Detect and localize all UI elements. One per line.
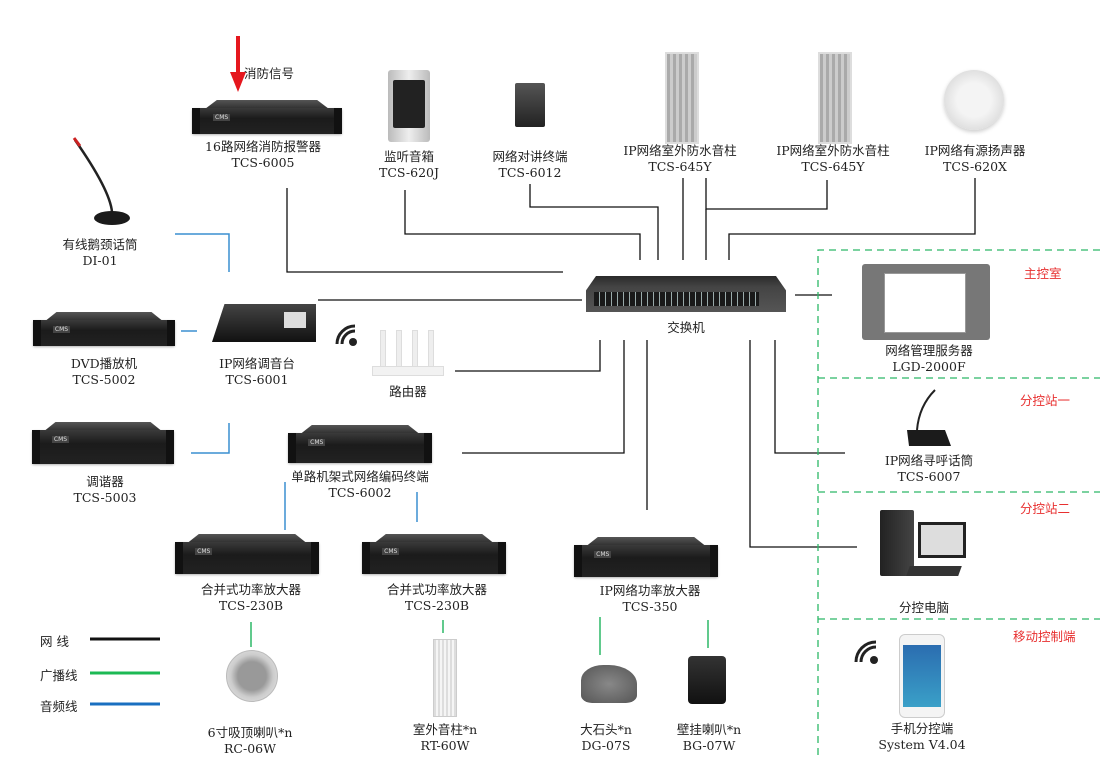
pc-label: 分控电脑 <box>898 600 950 615</box>
active-speaker-device[interactable] <box>944 70 1004 130</box>
server-device[interactable] <box>862 264 990 340</box>
line-paging <box>774 340 845 454</box>
legend-label-network: 网 线 <box>40 634 69 649</box>
dvd-device[interactable]: CMS <box>33 320 175 346</box>
ip-amp-device[interactable]: CMS <box>574 545 718 577</box>
mixer-device[interactable] <box>212 304 316 342</box>
pc-device[interactable] <box>880 510 966 586</box>
wifi-icon <box>335 324 357 346</box>
paging-mic-device[interactable] <box>905 384 955 450</box>
network-lines <box>286 178 976 548</box>
line-monitor <box>404 190 641 260</box>
line-active-speaker <box>728 178 976 260</box>
amp-1-device[interactable]: CMS <box>175 542 319 574</box>
gooseneck-mic-device[interactable] <box>70 130 130 230</box>
router-device[interactable] <box>372 330 444 376</box>
line-encoder <box>462 340 625 454</box>
line-fire-alarm <box>286 188 563 273</box>
legend-label-broadcast: 广播线 <box>40 668 78 683</box>
monitor-speaker-device[interactable] <box>388 70 430 142</box>
switch-device[interactable] <box>586 276 786 312</box>
zone-label-sub1: 分控站一 <box>1020 393 1071 408</box>
line-router <box>455 340 601 372</box>
fire-alarm-device[interactable]: CMS <box>192 108 342 134</box>
rock-speaker-device[interactable] <box>581 665 637 703</box>
legend-label-audio: 音频线 <box>40 699 78 714</box>
zone-borders <box>817 249 1100 760</box>
line-column2 <box>705 178 828 210</box>
wifi-icon-mobile <box>854 640 878 664</box>
tuner-device[interactable]: CMS <box>32 430 174 464</box>
router-label: 路由器 <box>389 384 427 399</box>
line-pc <box>749 340 857 548</box>
ceiling-speaker-device[interactable] <box>226 650 278 702</box>
switch-label: 交换机 <box>667 320 705 335</box>
fire-signal-arrow <box>230 36 246 92</box>
intercom-device[interactable] <box>515 83 545 127</box>
zone-label-main: 主控室 <box>1024 266 1062 281</box>
column-speaker-1-device[interactable] <box>665 52 699 144</box>
fire-signal-label: 消防信号 <box>244 66 295 81</box>
encoder-device[interactable]: CMS <box>288 433 432 463</box>
amp-2-device[interactable]: CMS <box>362 542 506 574</box>
column-speaker-2-device[interactable] <box>818 52 852 144</box>
broadcast-lines <box>250 617 709 655</box>
zone-label-sub2: 分控站二 <box>1020 501 1071 516</box>
line-tuner-audio <box>191 423 230 454</box>
phone-device[interactable] <box>899 634 945 718</box>
wall-speaker-device[interactable] <box>688 656 726 704</box>
outdoor-column-device[interactable] <box>433 639 457 717</box>
audio-lines <box>175 233 418 530</box>
line-intercom <box>529 184 659 260</box>
zone-label-mobile: 移动控制端 <box>1013 629 1076 644</box>
line-mic-audio <box>175 233 230 272</box>
